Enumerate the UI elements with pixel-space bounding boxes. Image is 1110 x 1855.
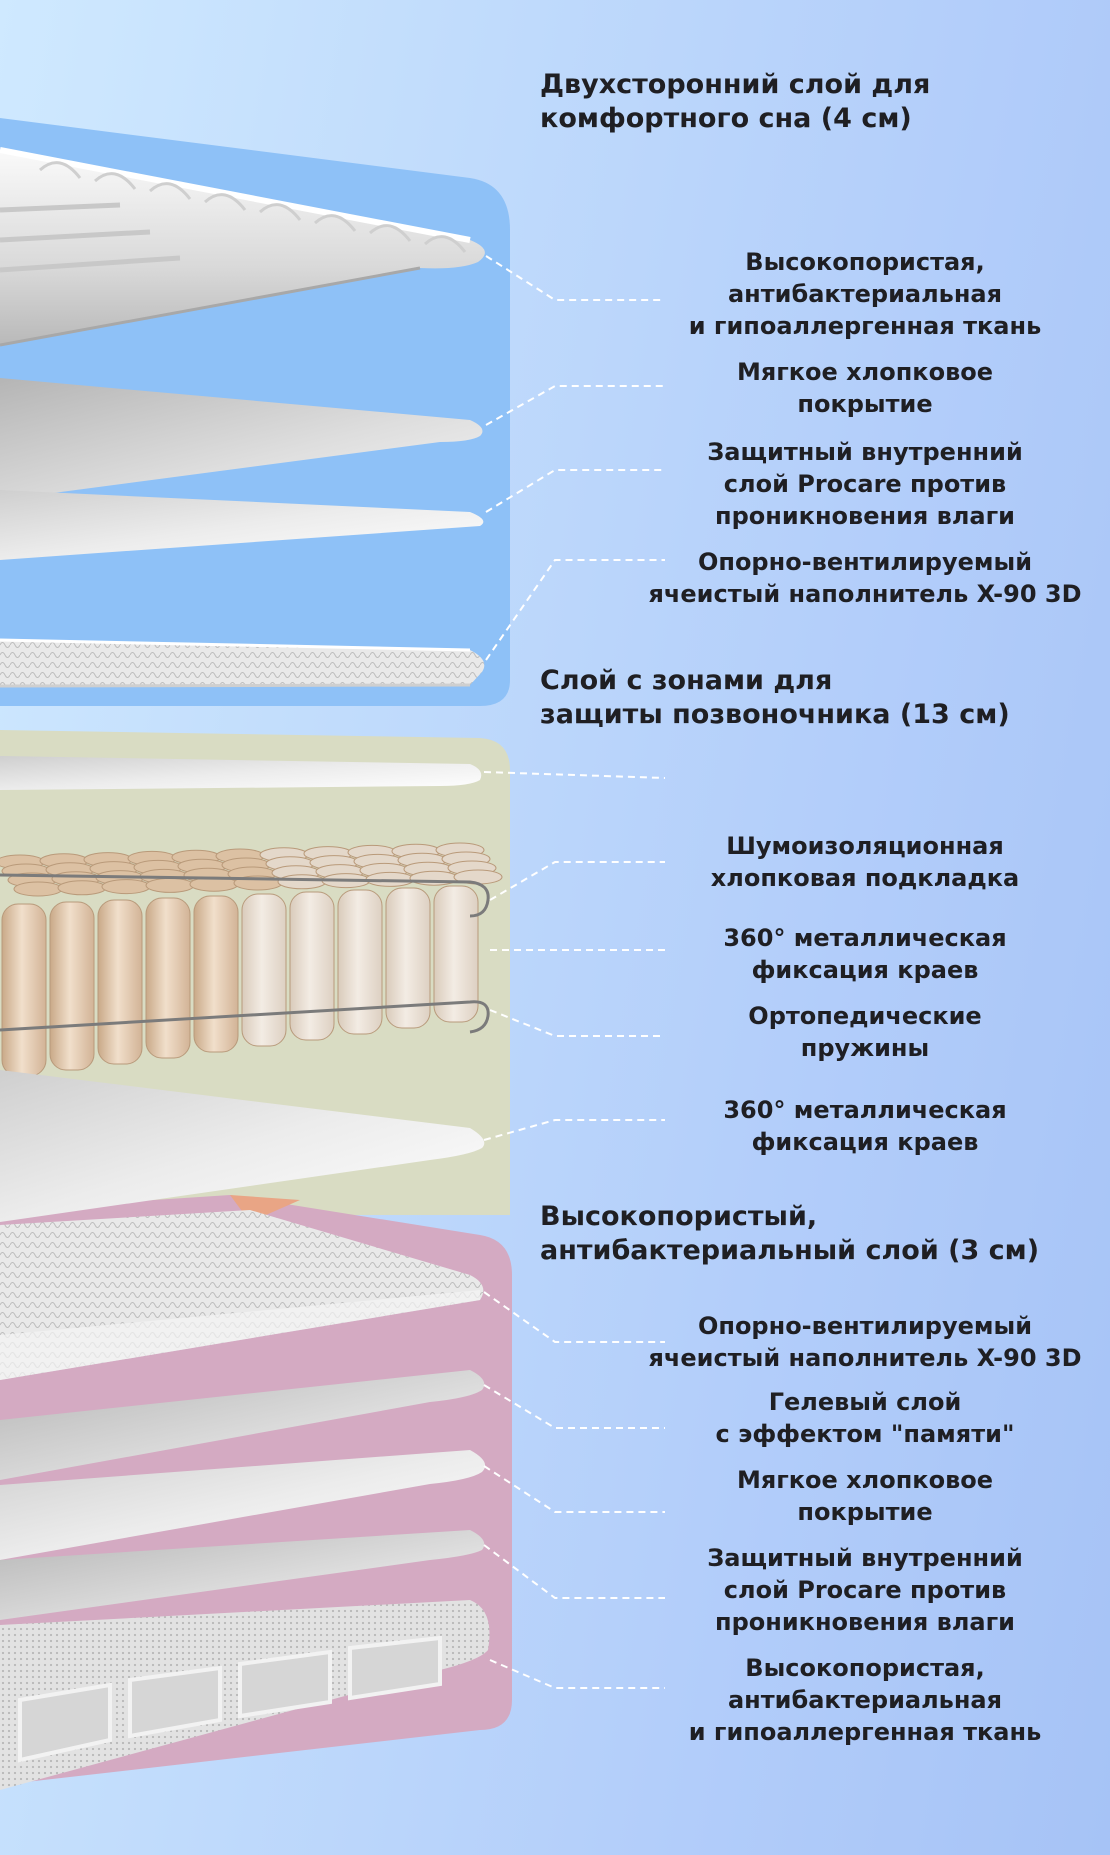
spring-pocket [241,893,287,1047]
spring-pocket-top [13,881,63,897]
leader-lines [483,255,666,1689]
bottom-cotton-cover [0,1450,486,1560]
bottom-quilted-fabric [0,1600,490,1790]
middle-edge-wires [0,873,490,1034]
middle-sound-pad [0,756,482,790]
spring-pocket [289,891,335,1041]
leader-bot-5 [489,1659,665,1689]
top-item-cotton-cover: Мягкое хлопковое покрытие [736,358,994,418]
leader-bot-4 [483,1544,665,1599]
spring-pocket-top [277,874,327,890]
section-title-middle: Слой с зонами для защиты позвоночника (1… [540,665,1010,730]
bottom-item-cotton-cover: Мягкое хлопковое покрытие [736,1466,994,1526]
bottom-item-gel: Гелевый слой с эффектом "памяти" [715,1388,1015,1448]
spring-pocket [337,889,383,1035]
middle-item-edge-fix-1: 360° металлическая фиксация краев [723,924,1007,984]
spring-pocket [433,885,479,1023]
top-item-procare: Защитный внутренний слой Procare против … [707,438,1023,530]
middle-item-sound-pad: Шумоизоляционная хлопковая подкладка [710,832,1020,892]
bottom-item-3d-filler: Опорно-вентилируемый ячеистый наполнител… [648,1312,1082,1372]
top-3d-filler [0,638,485,688]
top-procare-layer [0,490,484,560]
leader-top-4 [485,559,665,661]
top-cotton-cover [0,378,483,500]
middle-item-springs: Ортопедические пружины [748,1002,982,1062]
top-item-3d-filler: Опорно-вентилируемый ячеистый наполнител… [648,548,1082,608]
spring-pocket-top [57,880,107,896]
leader-top-3 [485,469,665,513]
bottom-3d-filler [0,1210,484,1380]
spring-pocket-top [145,877,195,893]
spring-pocket [97,899,143,1065]
section-title-bottom: Высокопористый, антибактериальный слой (… [540,1201,1040,1266]
leader-mid-5 [483,1119,665,1141]
bottom-procare-layer [0,1530,485,1620]
spring-pocket [145,897,191,1059]
top-item-fabric: Высокопористая, антибактериальная и гипо… [688,248,1042,340]
leader-top-1 [485,255,665,301]
middle-item-edge-fix-2: 360° металлическая фиксация краев [723,1096,1007,1156]
spring-pocket-top [101,879,151,895]
middle-bottom-sheet [0,1070,485,1222]
leader-mid-2 [489,861,665,901]
leader-bot-3 [483,1465,665,1513]
section-title-top: Двухсторонний слой для комфортного сна (… [540,69,931,134]
top-quilted-pad [0,147,485,347]
middle-spring-block [0,842,503,1077]
spring-pocket [385,887,431,1029]
bottom-gel-layer [0,1370,485,1480]
bottom-item-fabric: Высокопористая, антибактериальная и гипо… [688,1654,1042,1746]
leader-bot-1 [483,1291,665,1343]
leader-bot-2 [483,1384,665,1429]
spring-pocket [193,895,239,1053]
bottom-item-procare: Защитный внутренний слой Procare против … [707,1544,1023,1636]
leader-top-2 [485,385,665,426]
spring-pocket [49,901,95,1071]
spring-pocket [1,903,47,1077]
leader-mid-1 [483,771,666,779]
